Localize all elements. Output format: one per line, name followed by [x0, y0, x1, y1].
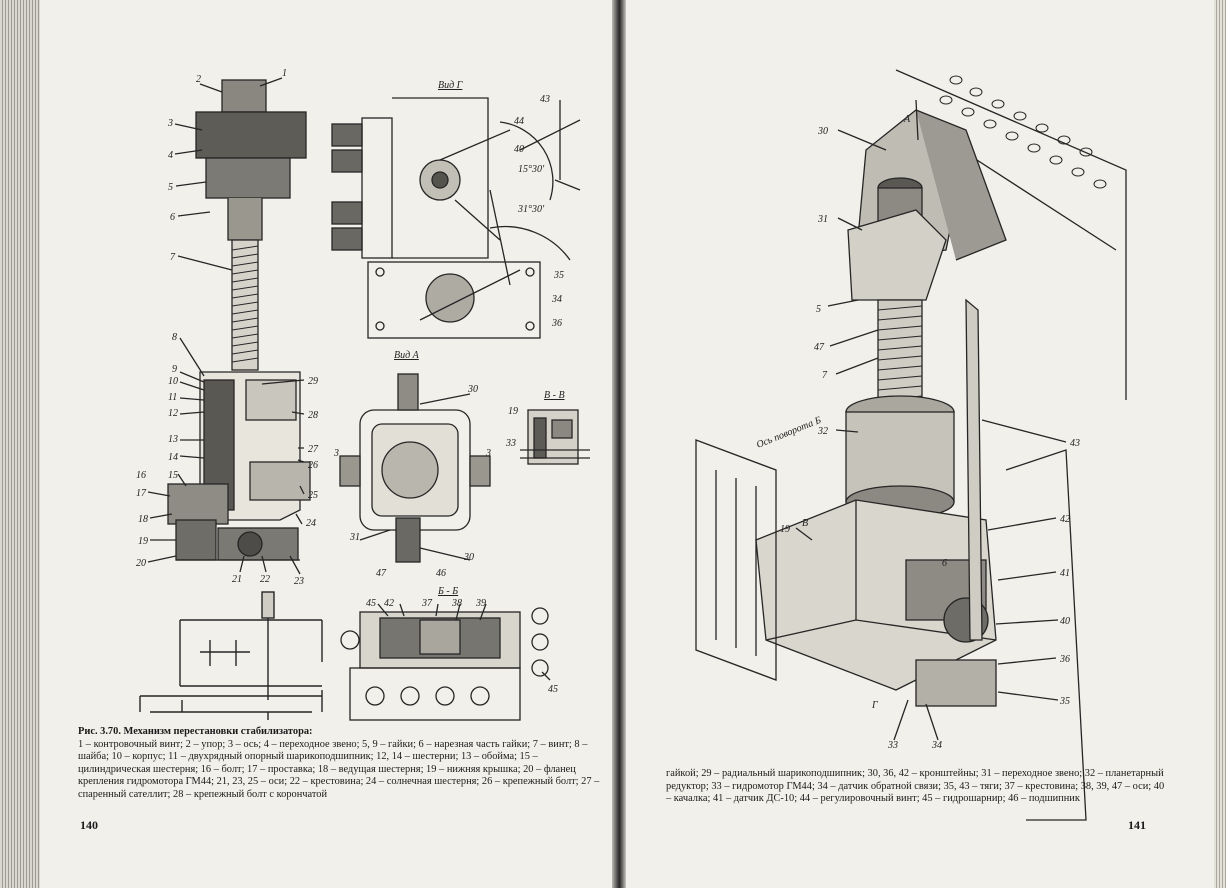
label-36: 36 — [551, 318, 562, 329]
angle-15-30: 15°30' — [518, 164, 545, 175]
label-25: 25 — [308, 490, 318, 501]
label-31-r: 31 — [817, 214, 828, 225]
label-g-r: Г — [871, 700, 878, 711]
caption-body: 1 – контровочный винт; 2 – упор; 3 – ось… — [78, 738, 600, 800]
label-22: 22 — [260, 574, 270, 585]
label-36-r: 36 — [1059, 654, 1070, 665]
label-a-r: A — [903, 114, 911, 125]
label-v-r: B — [802, 518, 808, 529]
label-40: 40 — [514, 144, 524, 155]
section-vv-drawing — [520, 409, 590, 465]
section-bb-label: Б - Б — [437, 586, 458, 597]
label-46: 46 — [436, 568, 446, 579]
label-3: 3 — [167, 118, 173, 129]
stabilizer-isometric-drawing: 30 A 31 5 47 7 32 43 19 B 42 6 41 40 36 … — [695, 69, 1127, 821]
label-43-r: 43 — [1070, 438, 1080, 449]
label-3-right: 3 — [485, 448, 491, 459]
page-edges-right — [1214, 0, 1226, 888]
label-34: 34 — [551, 294, 562, 305]
caption-continuation: гайкой; 29 – радиальный шарикоподшипник;… — [666, 768, 1165, 805]
label-6-r: 6 — [942, 558, 947, 569]
label-5: 5 — [168, 182, 173, 193]
label-27: 27 — [308, 444, 319, 455]
label-32-r: 32 — [817, 426, 828, 437]
label-39: 39 — [475, 598, 486, 609]
label-45: 45 — [366, 598, 376, 609]
label-1: 1 — [282, 68, 287, 79]
label-15: 15 — [168, 470, 178, 481]
label-19-vv: 19 — [508, 406, 518, 417]
label-45-right: 45 — [548, 684, 558, 695]
page-number-left: 140 — [80, 818, 98, 832]
label-9: 9 — [172, 364, 177, 375]
label-35: 35 — [553, 270, 564, 281]
label-24: 24 — [306, 518, 316, 529]
page-edges-left — [0, 0, 40, 888]
label-31: 31 — [349, 532, 360, 543]
label-28: 28 — [308, 410, 318, 421]
label-33-r: 33 — [887, 740, 898, 751]
label-40-r: 40 — [1060, 616, 1070, 627]
right-page: 30 A 31 5 47 7 32 43 19 B 42 6 41 40 36 … — [626, 0, 1226, 888]
page-number-right: 141 — [1128, 818, 1146, 832]
label-10: 10 — [168, 376, 178, 387]
stabilizer-mechanism-drawing: 2 1 3 4 5 6 7 8 9 10 11 12 13 14 15 16 1… — [136, 68, 590, 721]
label-34-r: 34 — [931, 740, 942, 751]
label-17: 17 — [136, 488, 147, 499]
label-20: 20 — [136, 558, 146, 569]
label-30-r: 30 — [817, 126, 828, 137]
left-page: 2 1 3 4 5 6 7 8 9 10 11 12 13 14 15 16 1… — [0, 0, 612, 888]
label-14: 14 — [168, 452, 178, 463]
label-38: 38 — [451, 598, 462, 609]
label-2: 2 — [196, 74, 201, 85]
label-21: 21 — [232, 574, 242, 585]
label-35-r: 35 — [1059, 696, 1070, 707]
label-47: 47 — [376, 568, 387, 579]
book-gutter — [612, 0, 626, 888]
label-42-r: 42 — [1060, 514, 1070, 525]
view-a-drawing — [339, 373, 491, 563]
view-g-label: Вид Г — [438, 80, 463, 91]
label-8: 8 — [172, 332, 177, 343]
label-16: 16 — [136, 470, 146, 481]
label-11: 11 — [168, 392, 177, 403]
hydraulic-schematic — [139, 591, 323, 720]
label-4: 4 — [168, 150, 173, 161]
label-43: 43 — [540, 94, 550, 105]
label-18: 18 — [138, 514, 148, 525]
view-a-label: Вид А — [394, 350, 420, 361]
label-6: 6 — [170, 212, 175, 223]
section-vv-label: В - В — [544, 390, 565, 401]
view-g-drawing — [331, 97, 581, 339]
label-37: 37 — [421, 598, 433, 609]
label-30-bottom: 30 — [463, 552, 474, 563]
label-13: 13 — [168, 434, 178, 445]
caption-title: Рис. 3.70. Механизм перестановки стабили… — [78, 726, 313, 737]
label-30-top: 30 — [467, 384, 478, 395]
label-19-r: 19 — [780, 524, 790, 535]
label-5-r: 5 — [816, 304, 821, 315]
rotation-axis-note: Ось поворота Б — [755, 415, 823, 451]
label-42: 42 — [384, 598, 394, 609]
label-7-r: 7 — [822, 370, 828, 381]
label-7: 7 — [170, 252, 176, 263]
label-47-r: 47 — [814, 342, 825, 353]
label-41-r: 41 — [1060, 568, 1070, 579]
label-44: 44 — [514, 116, 524, 127]
label-26: 26 — [308, 460, 318, 471]
label-23: 23 — [294, 576, 304, 587]
label-33-vv: 33 — [505, 438, 516, 449]
label-12: 12 — [168, 408, 178, 419]
figure-caption: Рис. 3.70. Механизм перестановки стабили… — [78, 726, 600, 802]
label-29: 29 — [308, 376, 318, 387]
label-19: 19 — [138, 536, 148, 547]
label-3-left: 3 — [333, 448, 339, 459]
angle-31-30: 31°30' — [517, 204, 545, 215]
section-bb-drawing — [340, 603, 551, 721]
